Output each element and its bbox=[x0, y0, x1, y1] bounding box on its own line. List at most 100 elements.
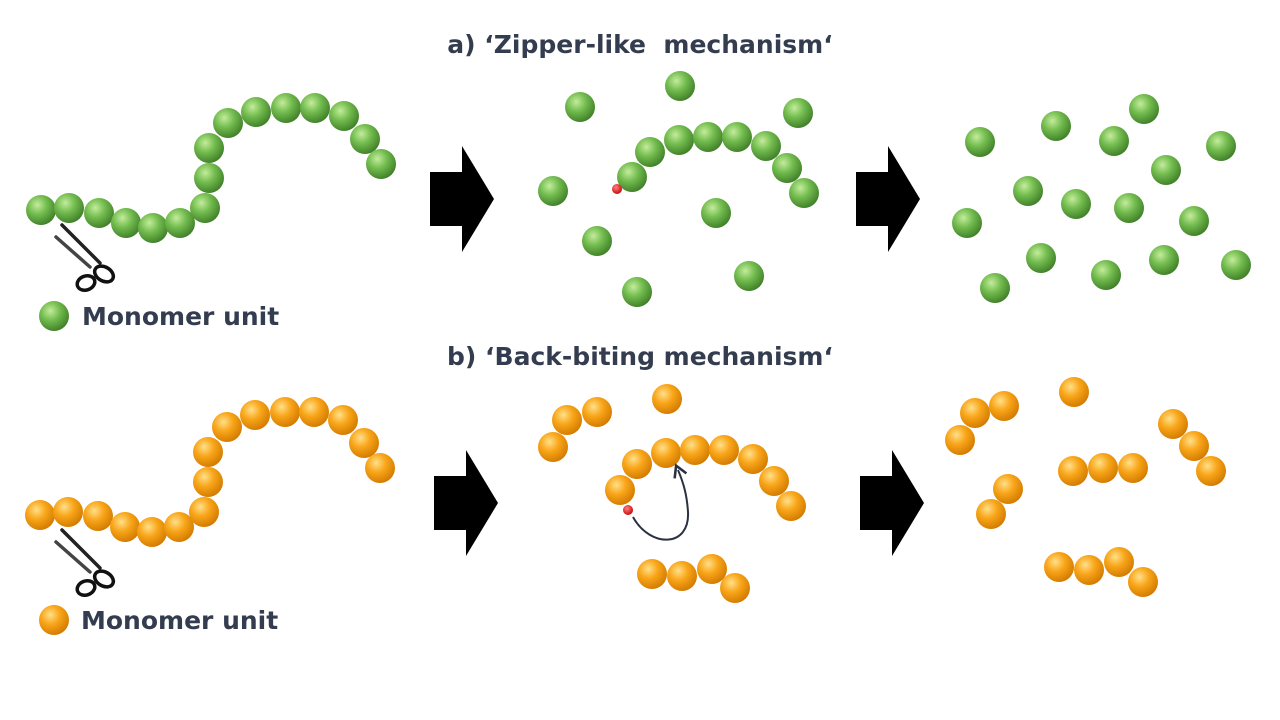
orange-monomer bbox=[193, 467, 223, 497]
green-monomer bbox=[300, 93, 330, 123]
green-monomer bbox=[751, 131, 781, 161]
green-monomer bbox=[350, 124, 380, 154]
radical-dot bbox=[612, 184, 622, 194]
green-monomer bbox=[783, 98, 813, 128]
orange-monomer bbox=[776, 491, 806, 521]
green-monomer bbox=[1061, 189, 1091, 219]
zipper-mechanism-title: a) ‘Zipper-like mechanism‘ bbox=[447, 30, 833, 59]
green-monomer bbox=[84, 198, 114, 228]
green-monomer bbox=[617, 162, 647, 192]
orange-monomer bbox=[1158, 409, 1188, 439]
orange-monomer bbox=[1088, 453, 1118, 483]
orange-monomer bbox=[582, 397, 612, 427]
orange-monomer bbox=[697, 554, 727, 584]
green-monomer bbox=[194, 133, 224, 163]
orange-monomer bbox=[667, 561, 697, 591]
orange-monomer bbox=[1058, 456, 1088, 486]
green-monomer bbox=[194, 163, 224, 193]
green-depolymerizing-chain bbox=[617, 122, 819, 208]
green-monomer bbox=[789, 178, 819, 208]
orange-monomer bbox=[759, 466, 789, 496]
orange-released-tetramer bbox=[637, 554, 750, 603]
green-monomer bbox=[635, 137, 665, 167]
orange-released-trimer bbox=[538, 397, 612, 462]
green-monomer bbox=[1041, 111, 1071, 141]
orange-monomer bbox=[651, 438, 681, 468]
orange-monomer bbox=[960, 398, 990, 428]
green-monomer bbox=[1179, 206, 1209, 236]
orange-monomer bbox=[1118, 453, 1148, 483]
orange-monomer bbox=[193, 437, 223, 467]
orange-monomer bbox=[164, 512, 194, 542]
green-scattered-monomers bbox=[952, 94, 1251, 303]
green-monomer bbox=[664, 125, 694, 155]
orange-monomer bbox=[637, 559, 667, 589]
orange-monomer bbox=[365, 453, 395, 483]
green-monomer bbox=[111, 208, 141, 238]
green-monomer bbox=[1114, 193, 1144, 223]
green-monomer bbox=[1149, 245, 1179, 275]
green-monomer bbox=[1026, 243, 1056, 273]
orange-monomer bbox=[189, 497, 219, 527]
green-monomer bbox=[565, 92, 595, 122]
green-monomer bbox=[165, 208, 195, 238]
arrow-right-icon bbox=[434, 450, 498, 556]
orange-monomer bbox=[328, 405, 358, 435]
orange-monomer bbox=[552, 405, 582, 435]
green-monomer bbox=[190, 193, 220, 223]
green-monomer bbox=[772, 153, 802, 183]
orange-monomer bbox=[270, 397, 300, 427]
section-zipper bbox=[26, 71, 1251, 331]
green-monomer bbox=[138, 213, 168, 243]
green-monomer bbox=[213, 108, 243, 138]
green-monomer bbox=[722, 122, 752, 152]
green-monomer bbox=[54, 193, 84, 223]
scissors-icon bbox=[54, 223, 116, 293]
orange-monomer bbox=[83, 501, 113, 531]
orange-monomer bbox=[349, 428, 379, 458]
orange-monomer bbox=[1196, 456, 1226, 486]
green-monomer bbox=[26, 195, 56, 225]
orange-fragment-tetramer bbox=[1044, 547, 1158, 597]
legend-green-monomer bbox=[39, 301, 69, 331]
orange-monomer bbox=[25, 500, 55, 530]
green-monomer bbox=[701, 198, 731, 228]
orange-fragment-trimer bbox=[1158, 409, 1226, 486]
green-monomer bbox=[329, 101, 359, 131]
orange-monomer bbox=[212, 412, 242, 442]
orange-monomer bbox=[1059, 377, 1089, 407]
legend-orange-monomer bbox=[39, 605, 69, 635]
green-monomer bbox=[1151, 155, 1181, 185]
legend-label-orange: Monomer unit bbox=[81, 606, 279, 635]
green-monomer bbox=[1013, 176, 1043, 206]
orange-monomer bbox=[945, 425, 975, 455]
green-monomer bbox=[271, 93, 301, 123]
orange-monomer bbox=[299, 397, 329, 427]
orange-monomer bbox=[720, 573, 750, 603]
radical-dot bbox=[623, 505, 633, 515]
green-monomer bbox=[241, 97, 271, 127]
orange-polymer-chain bbox=[25, 397, 395, 547]
arrow-right-icon bbox=[430, 146, 494, 252]
orange-monomer bbox=[1179, 431, 1209, 461]
legend-label-green: Monomer unit bbox=[82, 302, 280, 331]
orange-monomer bbox=[993, 474, 1023, 504]
orange-monomer bbox=[53, 497, 83, 527]
green-monomer bbox=[965, 127, 995, 157]
green-monomer bbox=[622, 277, 652, 307]
backbiting-mechanism-title: b) ‘Back-biting mechanism‘ bbox=[447, 342, 833, 371]
green-monomer bbox=[538, 176, 568, 206]
orange-monomer bbox=[989, 391, 1019, 421]
arrow-right-icon bbox=[856, 146, 920, 252]
green-monomer bbox=[366, 149, 396, 179]
orange-monomer bbox=[976, 499, 1006, 529]
curved-arrow-icon bbox=[632, 463, 690, 541]
orange-monomer bbox=[137, 517, 167, 547]
green-monomer bbox=[1206, 131, 1236, 161]
green-monomer bbox=[1129, 94, 1159, 124]
orange-monomer bbox=[680, 435, 710, 465]
green-monomer bbox=[1099, 126, 1129, 156]
green-free-monomers bbox=[538, 71, 813, 307]
orange-monomer bbox=[1044, 552, 1074, 582]
